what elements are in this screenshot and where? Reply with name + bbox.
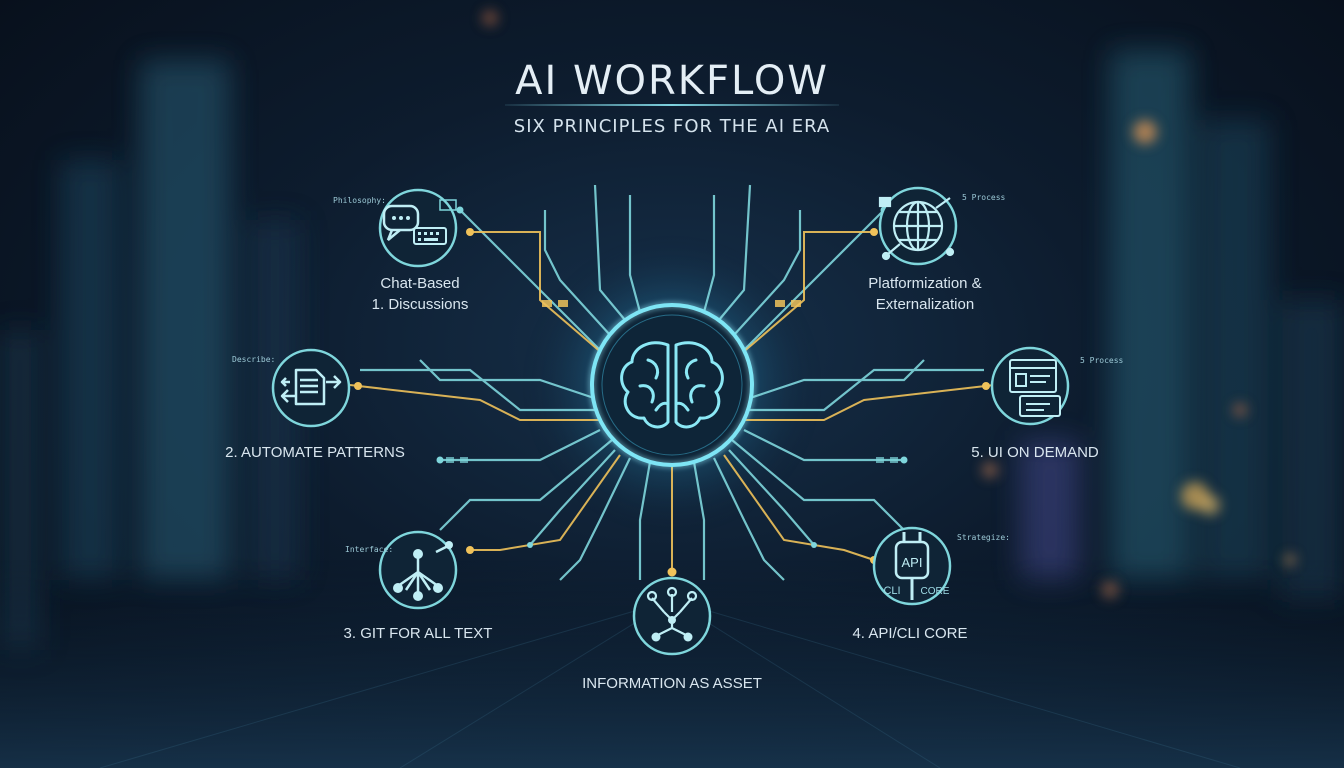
chat-tag: Philosophy: [333, 196, 386, 205]
label-api-line-1: 4. API/CLI CORE [852, 625, 968, 642]
label-chat-line-2: 1. Discussions [371, 296, 469, 313]
page-title: AI WORKFLOW [515, 58, 829, 104]
label-git-line-1: 3. GIT FOR ALL TEXT [343, 625, 493, 642]
label-automate: 2. AUTOMATE PATTERNS [200, 442, 430, 463]
node-api: API CLI CORE [872, 526, 952, 606]
title-underline [505, 104, 839, 106]
label-info-line-1: INFORMATION AS ASSET [582, 675, 762, 692]
branch-tree-icon [393, 541, 453, 601]
label-info: INFORMATION AS ASSET [562, 673, 782, 694]
automate-tag: Describe: [232, 355, 276, 364]
cli-icon-label: CLI [883, 585, 900, 597]
globe-icon [878, 196, 955, 261]
circuit-traces-teal [360, 184, 984, 581]
central-brain-hub [588, 301, 756, 469]
label-chat-line-1: Chat-Based [380, 275, 460, 292]
core-icon-label: CORE [921, 586, 950, 597]
chat-keyboard-icon [382, 199, 457, 245]
label-platform-line-1: Platformization & [868, 275, 982, 292]
trace-nodes [354, 206, 990, 577]
node-platform [878, 186, 958, 266]
api-icon-label: API [902, 555, 923, 570]
circuit-chips [446, 300, 898, 463]
plug-icon: API CLI CORE [883, 532, 950, 600]
ui-window-icon [1009, 359, 1061, 417]
label-ui-line-1: 5. UI ON DEMAND [971, 444, 1099, 461]
node-automate [271, 348, 351, 428]
label-git: 3. GIT FOR ALL TEXT [318, 623, 518, 644]
page-subtitle: SIX PRINCIPLES FOR THE AI ERA [513, 116, 831, 137]
node-info [632, 576, 712, 656]
label-api: 4. API/CLI CORE [820, 623, 1000, 644]
node-chat [378, 188, 458, 268]
label-platform-line-2: Externalization [875, 296, 975, 313]
api-tag: Strategize: [957, 533, 1010, 542]
label-platform: Platformization & Externalization [835, 273, 1015, 315]
git-tag: Interface: [345, 545, 394, 554]
node-ui [990, 346, 1070, 426]
label-chat: Chat-Based 1. Discussions [340, 273, 500, 315]
document-arrows-icon [280, 368, 342, 406]
brain-icon [620, 341, 724, 429]
label-automate-line-1: 2. AUTOMATE PATTERNS [225, 444, 405, 461]
network-tree-icon [646, 586, 698, 642]
label-ui: 5. UI ON DEMAND [940, 442, 1130, 463]
node-git [378, 530, 458, 610]
ui-tag: 5 Process [1080, 356, 1124, 365]
platform-tag: 5 Process [962, 193, 1006, 202]
